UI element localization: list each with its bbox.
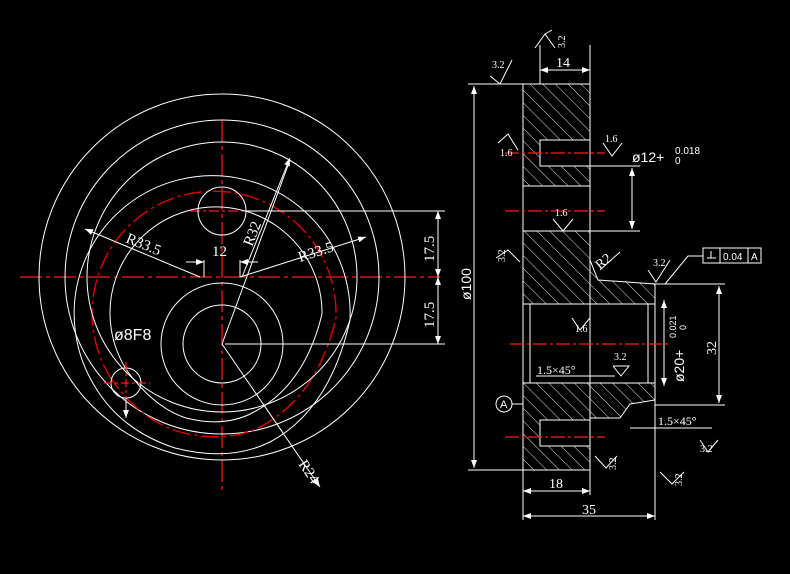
roughness-3-2-mid: 3.2 <box>614 352 627 363</box>
label-pin-hole: ø8F8 <box>114 327 151 344</box>
label-d12-tol: ø12+ <box>632 149 664 165</box>
label-d32: 32 <box>705 341 720 355</box>
roughness-1-6-c: 1.6 <box>555 208 568 219</box>
outer-circle-2 <box>64 119 380 435</box>
label-d35: 35 <box>582 503 596 518</box>
label-chamfer-2: 1.5×45° <box>658 414 697 428</box>
section-view: 0.04 A 14 18 35 32 ø100 R2 ø12+ 0.018 0 … <box>458 29 762 520</box>
gdt-value: 0.04 <box>723 252 743 263</box>
roughness-3-2-left: 3.2 <box>497 250 508 263</box>
cam-outer-profile <box>73 175 351 455</box>
groove-centerline <box>91 190 337 438</box>
label-datum-a: A <box>500 399 508 411</box>
roughness-1-6-a: 1.6 <box>500 148 513 159</box>
label-d12-lower: 0 <box>675 156 681 167</box>
label-chamfer-1: 1.5×45° <box>537 363 576 377</box>
label-d20-lower: 0 <box>678 325 688 330</box>
roughness-1-6-b: 1.6 <box>605 134 618 145</box>
label-17-5-upper: 17.5 <box>422 236 438 262</box>
roughness-3-2-br: 3.2 <box>700 444 713 455</box>
inner-ring <box>86 141 358 413</box>
hatch-bottom <box>522 382 656 471</box>
roughness-3-2-bottom-right: 3.2 <box>674 474 685 487</box>
cam-inner-profile <box>109 206 323 423</box>
label-d100: ø100 <box>458 268 474 300</box>
label-17-5-lower: 17.5 <box>422 302 438 328</box>
label-r2: R2 <box>593 251 615 273</box>
roughness-symbols <box>489 29 719 485</box>
outer-circle <box>38 93 406 461</box>
label-d12-upper: 0.018 <box>675 146 700 157</box>
label-r24: R24 <box>295 457 323 487</box>
label-r32: R32 <box>241 219 265 248</box>
roughness-3-2-top: 3.2 <box>557 36 568 49</box>
hatch-top-rim <box>522 83 591 187</box>
label-r33-5-right: R33.5 <box>296 239 335 265</box>
label-width-12: 12 <box>212 244 227 260</box>
label-d18: 18 <box>549 477 563 492</box>
roughness-3-2-right: 3.2 <box>653 258 666 269</box>
hatch-web <box>522 230 656 305</box>
gdt-frame: 0.04 A <box>664 247 762 285</box>
roughness-3-2-tl: 3.2 <box>492 60 505 71</box>
gdt-datum: A <box>751 252 758 263</box>
roughness-3-2-bottom: 3.2 <box>608 458 619 471</box>
front-view: R33.5 R33.5 R32 R24 12 ø8F8 17.5 17.5 <box>20 93 445 492</box>
label-d14: 14 <box>556 56 570 71</box>
label-d20-tol: ø20+ <box>671 350 687 382</box>
label-d20-upper: 0.021 <box>668 315 678 338</box>
roughness-1-6-d: 1.6 <box>575 324 588 335</box>
